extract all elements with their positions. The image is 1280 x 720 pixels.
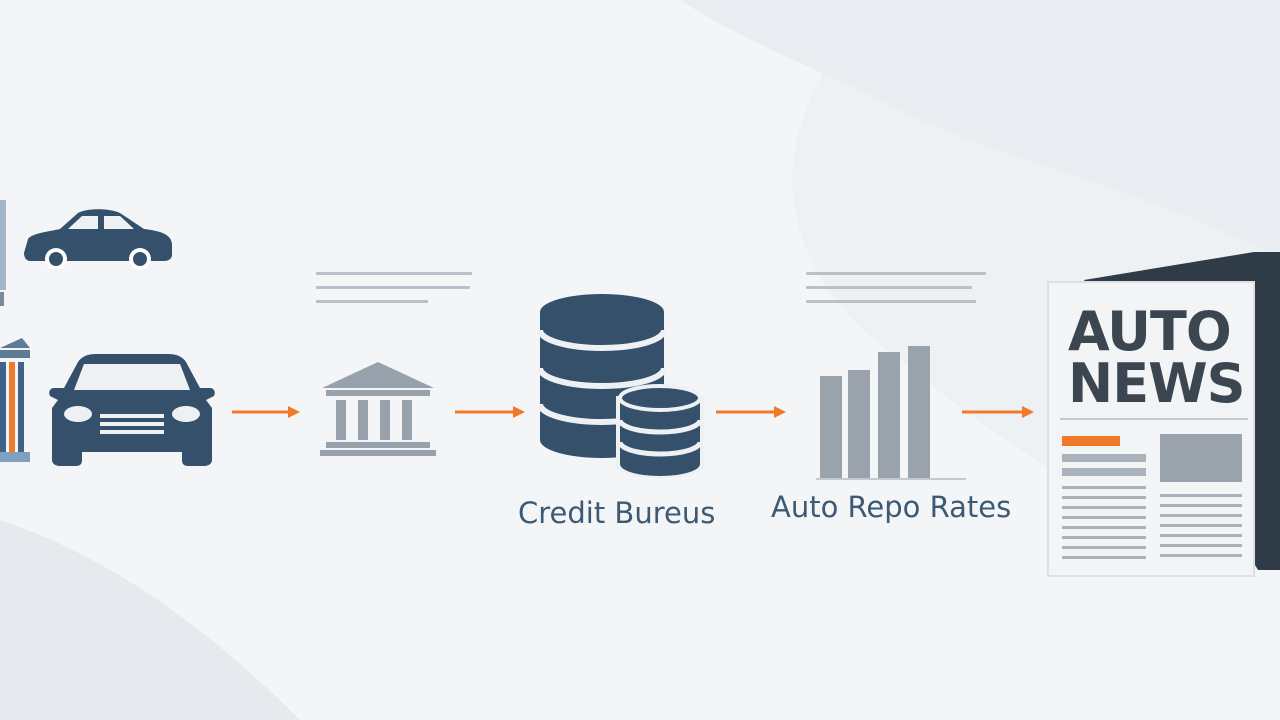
newspaper-title-line1: AUTO [1068, 300, 1232, 363]
newspaper-title-line2: NEWS [1068, 352, 1246, 415]
newspaper-icon [1047, 252, 1280, 577]
faint-caption-1 [316, 272, 486, 314]
car-front-icon [49, 354, 215, 466]
flow-arrow-4 [962, 406, 1034, 418]
bank-icon [320, 362, 436, 456]
faint-caption-2 [806, 272, 986, 314]
building-icon [0, 338, 30, 462]
phone-icon [0, 200, 6, 306]
auto-repo-rates-label: Auto Repo Rates [771, 490, 1012, 524]
car-icon [24, 209, 172, 270]
flow-arrow-3 [716, 406, 786, 418]
database-icon [538, 294, 704, 479]
flow-arrow-2 [455, 406, 525, 418]
bar-chart-icon [816, 346, 966, 480]
flow-arrow-1 [232, 406, 300, 418]
credit-bureus-label: Credit Bureus [518, 496, 716, 530]
